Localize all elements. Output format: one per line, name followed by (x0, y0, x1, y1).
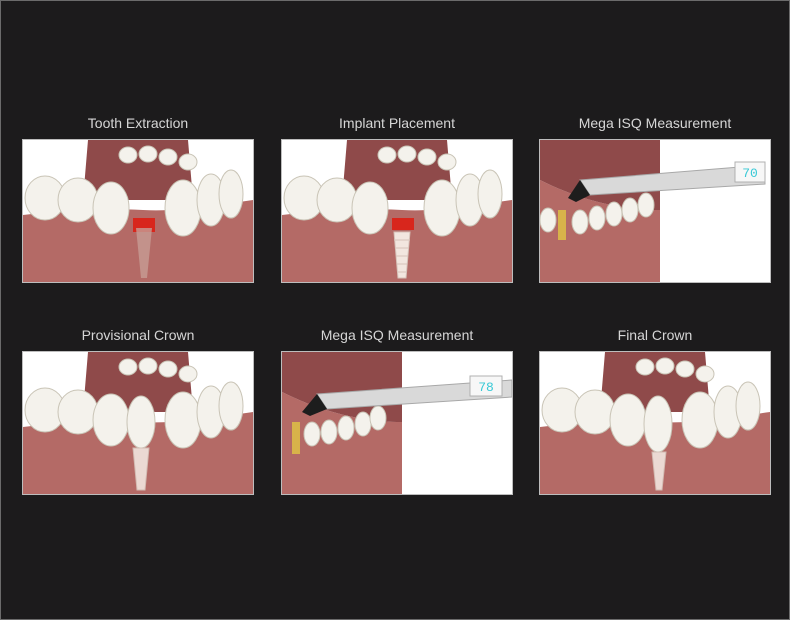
jaw-illustration-implant (281, 139, 513, 283)
panel-title: Mega ISQ Measurement (578, 115, 732, 131)
panel-title: Provisional Crown (81, 327, 195, 343)
svg-text:70: 70 (742, 166, 758, 181)
jaw-illustration-final (539, 351, 771, 495)
panel-title: Final Crown (617, 327, 693, 343)
implant-screw-icon (393, 231, 411, 279)
jaw-illustration-provisional (22, 351, 254, 495)
panel-title: Tooth Extraction (87, 115, 189, 131)
isq-probe-icon: 78 (302, 375, 512, 416)
jaw-illustration-isq-1: 70 (539, 139, 771, 283)
panel-title: Implant Placement (339, 115, 455, 131)
jaw-illustration-extraction (22, 139, 254, 283)
isq-probe-icon: 70 (568, 161, 766, 202)
panel-title: Mega ISQ Measurement (320, 327, 474, 343)
jaw-illustration-isq-2: 78 (281, 351, 513, 495)
svg-text:78: 78 (478, 380, 494, 395)
